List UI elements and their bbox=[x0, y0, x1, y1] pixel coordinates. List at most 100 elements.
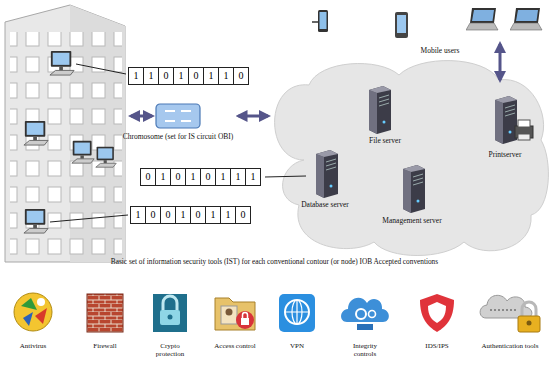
antivirus-icon bbox=[14, 293, 52, 331]
tool-caption: IDS/IPS bbox=[415, 342, 459, 350]
mobile-device bbox=[397, 15, 406, 33]
authentication-icon bbox=[480, 295, 540, 332]
integrity-icon bbox=[341, 298, 389, 330]
tool-caption: Antivirus bbox=[8, 342, 58, 350]
group-label: Mobile users bbox=[410, 47, 470, 55]
bit-cell: 0 bbox=[191, 207, 206, 223]
bit-cell: 1 bbox=[176, 207, 191, 223]
office-building bbox=[70, 5, 125, 262]
bit-cell: 1 bbox=[204, 68, 219, 84]
server-icon bbox=[316, 150, 338, 198]
bit-cell: 0 bbox=[171, 169, 186, 185]
access-control-icon bbox=[241, 318, 249, 325]
bit-cell: 1 bbox=[221, 207, 236, 223]
vpn-icon bbox=[285, 300, 309, 324]
tool-caption: Crypto protection bbox=[152, 342, 188, 358]
authentication-icon bbox=[527, 321, 532, 326]
vpn-icon bbox=[285, 300, 309, 324]
server-icon bbox=[515, 126, 533, 138]
crypto-icon bbox=[160, 310, 180, 325]
integrity-icon bbox=[357, 324, 373, 330]
computer-icon bbox=[24, 51, 116, 233]
bit-cell: 1 bbox=[216, 169, 231, 185]
leader-line bbox=[50, 215, 128, 222]
computer-icon bbox=[96, 147, 116, 167]
mobile-device bbox=[312, 8, 542, 38]
crypto-icon bbox=[168, 315, 173, 320]
access-control-icon bbox=[243, 313, 248, 319]
server-icon bbox=[518, 134, 530, 140]
cloud-outline bbox=[275, 61, 549, 256]
server-label: Printserver bbox=[489, 150, 522, 159]
office-building bbox=[5, 5, 125, 262]
integrity-icon bbox=[341, 298, 389, 322]
computer-icon bbox=[50, 51, 74, 75]
bit-cell: 1 bbox=[156, 169, 171, 185]
office-building bbox=[10, 32, 122, 256]
server-icon bbox=[369, 86, 391, 134]
ids-ips-icon bbox=[420, 294, 454, 332]
bit-cell: 1 bbox=[129, 68, 144, 84]
bit-cell: 1 bbox=[186, 169, 201, 185]
bit-cell: 0 bbox=[189, 68, 204, 84]
firewall-icon bbox=[87, 294, 123, 332]
antivirus-icon bbox=[23, 312, 33, 326]
bit-cell: 1 bbox=[219, 68, 234, 84]
double-arrow-connector bbox=[239, 115, 269, 118]
antivirus-icon bbox=[21, 298, 37, 310]
server-cloud: File serverPrintserverDatabase serverMan… bbox=[269, 60, 549, 260]
ids-ips-icon bbox=[428, 302, 446, 323]
tool-caption: Authentication tools bbox=[475, 342, 545, 350]
server-icon bbox=[495, 96, 517, 144]
computer-icon bbox=[72, 141, 94, 163]
leader-line bbox=[76, 64, 126, 74]
office-building bbox=[5, 5, 125, 262]
double-arrow bbox=[131, 115, 152, 118]
mobile-device bbox=[466, 8, 498, 30]
mobile-device bbox=[312, 21, 318, 23]
access-control-icon bbox=[236, 311, 254, 329]
crypto-icon bbox=[163, 296, 177, 310]
antivirus-icon bbox=[35, 308, 47, 324]
server-icon bbox=[518, 120, 530, 127]
mobile-device bbox=[318, 10, 328, 32]
mobile-device bbox=[320, 12, 327, 29]
switch-icon bbox=[155, 103, 201, 129]
authentication-icon bbox=[480, 295, 532, 318]
chromosome-bits: 10010110 bbox=[130, 206, 251, 224]
bit-cell: 1 bbox=[174, 68, 189, 84]
bit-cell: 1 bbox=[131, 207, 146, 223]
tool-caption: VPN bbox=[277, 342, 317, 350]
bit-cell: 1 bbox=[206, 207, 221, 223]
double-arrow bbox=[499, 44, 502, 80]
bit-cell: 0 bbox=[201, 169, 216, 185]
access-control-icon bbox=[226, 309, 233, 316]
vpn-icon bbox=[279, 294, 315, 332]
server-icon bbox=[316, 86, 533, 213]
antivirus-icon bbox=[14, 293, 52, 331]
mobile-device bbox=[510, 8, 542, 30]
computer-icon bbox=[24, 209, 48, 233]
leader-line bbox=[265, 176, 306, 177]
server-label: File server bbox=[369, 136, 401, 145]
bit-cell: 0 bbox=[161, 207, 176, 223]
server-label: Management server bbox=[382, 216, 441, 225]
crypto-icon bbox=[153, 294, 187, 332]
antivirus-icon bbox=[37, 298, 45, 306]
crypto-icon bbox=[153, 294, 187, 332]
switch-icon bbox=[181, 120, 191, 122]
chromosome-bits: 01010111 bbox=[140, 168, 261, 186]
firewall-icon bbox=[87, 294, 123, 332]
switch-icon bbox=[181, 110, 191, 112]
double-arrow bbox=[131, 44, 500, 116]
access-control-icon bbox=[221, 306, 237, 324]
cloud-outline bbox=[269, 60, 549, 260]
tool-caption: Integrity controls bbox=[342, 342, 388, 358]
computer-icon bbox=[24, 121, 48, 145]
switch-icon bbox=[165, 120, 175, 122]
bit-cell: 1 bbox=[144, 68, 159, 84]
vpn-icon bbox=[292, 300, 302, 324]
